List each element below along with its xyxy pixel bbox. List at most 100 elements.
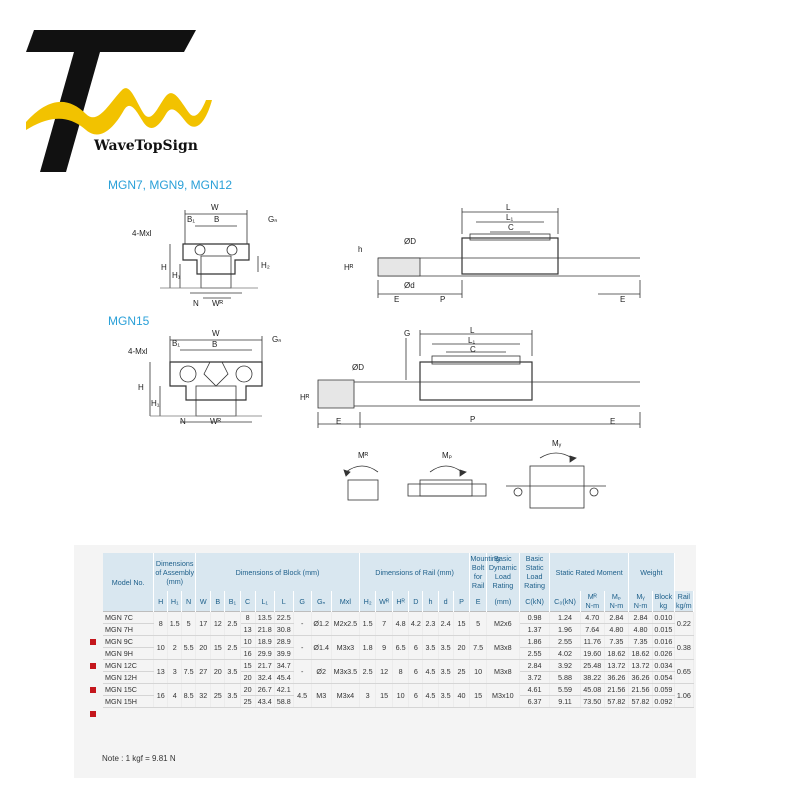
cell-n: 8.5	[181, 683, 197, 708]
cell-model: MGN 7H	[103, 623, 155, 636]
cell-b1: 3.5	[224, 659, 241, 684]
spec-table-panel: Model No. Dimensions of Assembly (mm) Di…	[74, 545, 696, 778]
cell-c0kn: 9.11	[549, 695, 581, 708]
cell-mr: 45.08	[580, 683, 605, 696]
cell-bolt: M3x8	[486, 635, 520, 660]
dim-label-e-15: E	[336, 417, 341, 426]
th-mm: (mm)	[486, 591, 520, 612]
cell-l1: 13.5	[255, 611, 275, 624]
cell-h2: 1.8	[359, 635, 377, 660]
cell-ckn: 2.84	[519, 659, 551, 672]
dim-label-h1-15: H₁	[151, 399, 160, 408]
cell-rail-w: 0.22	[674, 611, 695, 636]
cell-b1: 2.5	[224, 611, 241, 636]
cell-ckn: 3.72	[519, 671, 551, 684]
cell-block_w: 0.015	[652, 623, 675, 636]
cell-l1: 32.4	[255, 671, 275, 684]
cell-b1: 3.5	[224, 683, 241, 708]
th-rail-w-label: Rail	[677, 592, 691, 601]
cell-l1: 18.9	[255, 635, 275, 648]
cell-l: 34.7	[274, 659, 294, 672]
cell-l: 39.9	[274, 647, 294, 660]
dim-label-l1-15: L₁	[468, 336, 475, 345]
cell-l: 22.5	[274, 611, 294, 624]
cell-w: 32	[195, 683, 212, 708]
dim-label-b1: B₁	[187, 215, 195, 224]
cell-mp: 7.35	[604, 635, 629, 648]
cell-block_w: 0.010	[652, 611, 675, 624]
cell-bolt: M3x8	[486, 659, 520, 684]
th-e: E	[469, 591, 487, 612]
cell-gn: Ø1.4	[311, 635, 332, 660]
cell-model: MGN 9C	[103, 635, 155, 648]
th-ckn: C(kN)	[519, 591, 551, 612]
cell-bolt: M2x6	[486, 611, 520, 636]
moment-label-mr: Mᴿ	[358, 451, 369, 460]
th-h1: H₁	[167, 591, 183, 612]
cell-block_w: 0.034	[652, 659, 675, 672]
cell-c: 20	[240, 683, 256, 696]
cell-l1: 26.7	[255, 683, 275, 696]
dim-label-h-15: H	[138, 383, 144, 392]
logo-t-bar	[26, 30, 196, 52]
cell-e: 7.5	[469, 635, 487, 660]
th-my-label: Mᵧ	[636, 592, 645, 601]
th-h: H	[153, 591, 169, 612]
cell-h1: 4	[167, 683, 183, 708]
dim-label-l: L	[506, 203, 511, 212]
cell-l: 58.8	[274, 695, 294, 708]
cell-h: 13	[153, 659, 169, 684]
cell-hr: 8	[392, 659, 410, 684]
cell-e: 15	[469, 683, 487, 708]
dim-label-h2: H₂	[261, 261, 270, 270]
cell-my: 2.84	[628, 611, 654, 624]
cell-c0kn: 1.24	[549, 611, 581, 624]
cell-wr: 9	[375, 635, 393, 660]
cell-model: MGN 12C	[103, 659, 155, 672]
th-wr: Wᴿ	[375, 591, 393, 612]
cell-e: 5	[469, 611, 487, 636]
th-rail: Dimensions of Rail (mm)	[359, 553, 471, 591]
cell-h: 3.5	[422, 635, 439, 660]
cell-my: 57.82	[628, 695, 654, 708]
dim-label-c-15: C	[470, 345, 476, 354]
cell-rail-w: 0.65	[674, 659, 695, 684]
cell-my: 21.56	[628, 683, 654, 696]
cell-gn: Ø1.2	[311, 611, 332, 636]
cell-h: 4.5	[422, 683, 439, 708]
brand-name: WaveTopSign	[94, 138, 198, 154]
model-marker	[90, 639, 96, 645]
cell-wr: 15	[375, 683, 393, 708]
cell-c: 25	[240, 695, 256, 708]
th-b1: B₁	[224, 591, 241, 612]
cell-ckn: 2.55	[519, 647, 551, 660]
cell-h1: 3	[167, 659, 183, 684]
cell-mp: 57.82	[604, 695, 629, 708]
dim-label-n-15: N	[180, 417, 186, 426]
cell-bolt: M3x10	[486, 683, 520, 708]
th-block-w-unit: kg	[659, 601, 668, 610]
section-title-mgn15: MGN15	[108, 314, 150, 328]
dim-label-e-right-15: E	[610, 417, 615, 426]
th-weight: Weight	[628, 553, 675, 591]
dim-label-mxl-15: 4-Mxl	[128, 347, 148, 356]
cell-block_w: 0.026	[652, 647, 675, 660]
cell-model: MGN 7C	[103, 611, 155, 624]
th-hr: Hᴿ	[392, 591, 410, 612]
dim-label-d-big-15: ØD	[352, 363, 364, 372]
cell-c: 20	[240, 671, 256, 684]
cell-p: 40	[453, 683, 471, 708]
cell-h1: 1.5	[167, 611, 183, 636]
cell-wr: 7	[375, 611, 393, 636]
th-b: B	[210, 591, 226, 612]
section-title-mgn7-12: MGN7, MGN9, MGN12	[108, 178, 233, 192]
cell-mr: 25.48	[580, 659, 605, 672]
cell-w: 27	[195, 659, 212, 684]
